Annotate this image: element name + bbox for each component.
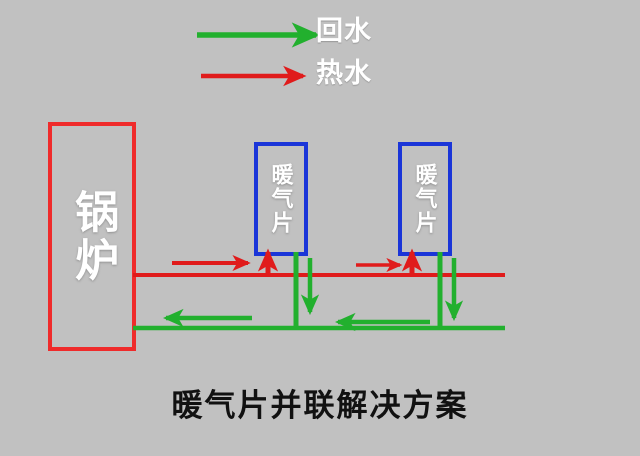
radiator-2-box bbox=[398, 142, 452, 256]
boiler-label: 锅炉 bbox=[68, 188, 118, 285]
radiator-1-box bbox=[254, 142, 308, 256]
legend-hot-label: 热水 bbox=[316, 58, 372, 88]
radiator-1-label: 暖气片 bbox=[268, 163, 294, 235]
diagram-caption: 暖气片并联解决方案 bbox=[171, 388, 469, 423]
boiler-box bbox=[48, 122, 136, 351]
legend-return-label: 回水 bbox=[316, 16, 372, 46]
radiator-2-label: 暖气片 bbox=[412, 163, 438, 235]
